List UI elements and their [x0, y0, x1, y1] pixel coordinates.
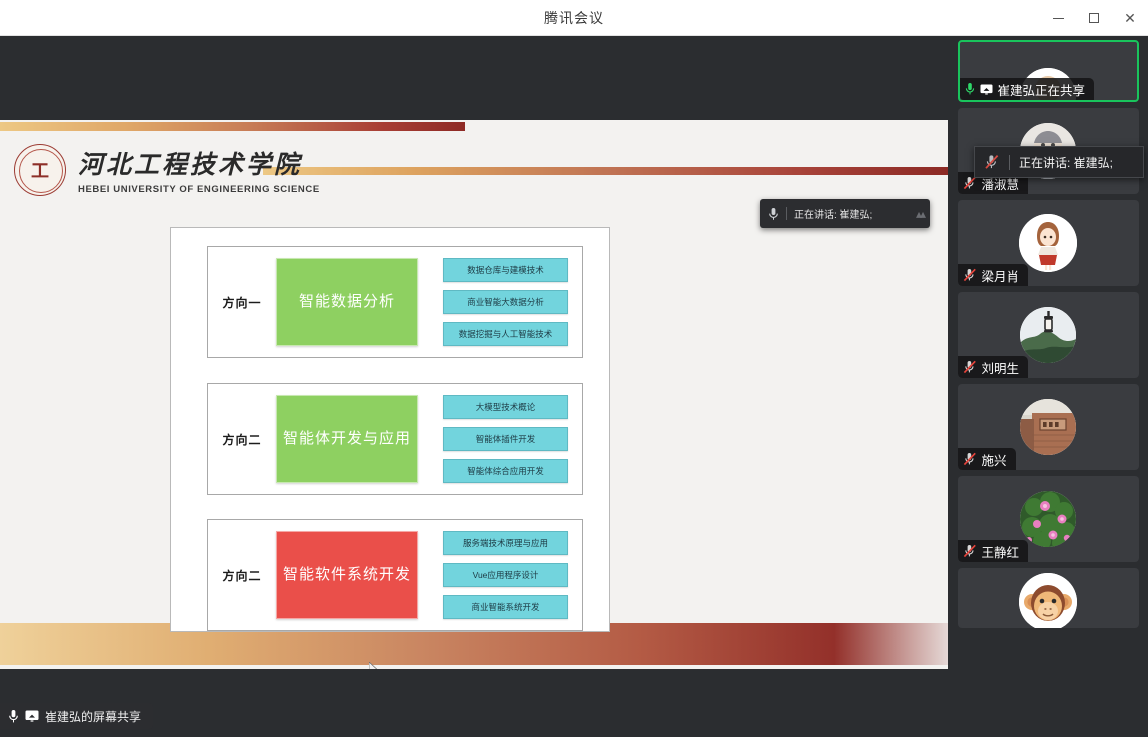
- direction-sub-item: Vue应用程序设计: [443, 563, 568, 587]
- direction-sub-item: 商业智能系统开发: [443, 595, 568, 619]
- speaking-toast-text: 正在讲话: 崔建弘;: [794, 210, 873, 221]
- participant-rail[interactable]: 崔建弘正在共享 潘淑慧: [948, 36, 1148, 737]
- participant-tile[interactable]: 王静红: [957, 476, 1139, 562]
- participant-name-badge: 梁月肖: [957, 264, 1029, 286]
- direction-sub-item: 大模型技术概论: [443, 395, 568, 419]
- window-title-bar: 腾讯会议 ✕: [0, 0, 1148, 36]
- microphone-icon: [965, 82, 975, 96]
- direction-label: 方向二: [222, 568, 262, 583]
- close-button[interactable]: ✕: [1112, 0, 1148, 36]
- school-name-en: HEBEI UNIVERSITY OF ENGINEERING SCIENCE: [78, 184, 320, 195]
- direction-row: 方向二 智能软件系统开发 服务端技术原理与应用 Vue应用程序设计 商业智能系统…: [207, 519, 583, 631]
- direction-sub-list: 大模型技术概论 智能体插件开发 智能体综合应用开发: [443, 395, 568, 483]
- microphone-icon: [8, 709, 19, 724]
- slide-top-gradient-bar: [0, 122, 465, 131]
- participant-name: 梁月肖: [981, 269, 1020, 284]
- microphone-icon: [768, 207, 779, 221]
- participant-tile[interactable]: 刘明生: [957, 292, 1139, 378]
- microphone-muted-icon: [963, 452, 977, 466]
- participant-name: 王静红: [981, 545, 1020, 560]
- microphone-muted-icon: [963, 268, 977, 282]
- direction-sub-item: 服务端技术原理与应用: [443, 531, 568, 555]
- direction-sub-item: 数据挖掘与人工智能技术: [443, 322, 568, 346]
- screen-share-label-text: 崔建弘的屏幕共享: [45, 709, 142, 724]
- speaking-tooltip-text: 正在讲话: 崔建弘;: [1019, 155, 1114, 170]
- direction-sub-item: 商业智能大数据分析: [443, 290, 568, 314]
- participant-name: 施兴: [981, 453, 1007, 468]
- screen-share-label: 崔建弘的屏幕共享: [0, 703, 154, 729]
- participant-name-badge: 施兴: [957, 448, 1016, 470]
- speaking-tooltip: 正在讲话: 崔建弘;: [974, 146, 1144, 178]
- monkey-face-avatar: [1019, 573, 1077, 628]
- direction-label: 方向二: [222, 432, 262, 447]
- landscape-lantern-avatar: [1020, 307, 1076, 363]
- direction-main-box: 智能数据分析: [276, 258, 418, 346]
- maximize-button[interactable]: [1076, 0, 1112, 36]
- window-controls: ✕: [1040, 0, 1148, 36]
- participant-tile-sharing[interactable]: 崔建弘正在共享: [957, 40, 1139, 102]
- school-header: 工 河北工程技术学院 HEBEI UNIVERSITY OF ENGINEERI…: [14, 144, 320, 196]
- pink-flowers-avatar: [1020, 491, 1076, 547]
- direction-row: 方向二 智能体开发与应用 大模型技术概论 智能体插件开发 智能体综合应用开发: [207, 383, 583, 495]
- microphone-muted-icon: [963, 176, 977, 190]
- school-name-cn: 河北工程技术学院: [78, 152, 303, 179]
- school-logo-mark: 工: [31, 161, 49, 181]
- minimize-button[interactable]: [1040, 0, 1076, 36]
- tooltip-divider: [1009, 154, 1010, 170]
- participant-name-badge: 崔建弘正在共享: [959, 78, 1095, 100]
- microphone-muted-icon: [963, 360, 977, 374]
- direction-label: 方向一: [222, 295, 262, 310]
- direction-sub-list: 服务端技术原理与应用 Vue应用程序设计 商业智能系统开发: [443, 531, 568, 619]
- school-name-block: 河北工程技术学院 HEBEI UNIVERSITY OF ENGINEERING…: [78, 145, 320, 195]
- window-title: 腾讯会议: [544, 9, 604, 26]
- participant-name: 刘明生: [981, 361, 1020, 376]
- direction-sub-item: 智能体综合应用开发: [443, 459, 568, 483]
- speaking-toast[interactable]: 正在讲话: 崔建弘; ▴▴: [760, 199, 930, 228]
- participant-tile[interactable]: 施兴: [957, 384, 1139, 470]
- minimize-icon: [1052, 17, 1064, 19]
- direction-sub-item: 智能体插件开发: [443, 427, 568, 451]
- participant-tile[interactable]: 梁月肖: [957, 200, 1139, 286]
- maximize-icon: [1089, 13, 1099, 23]
- participant-name-badge: 王静红: [957, 540, 1029, 562]
- shared-screen-stage[interactable]: 工 河北工程技术学院 HEBEI UNIVERSITY OF ENGINEERI…: [0, 36, 948, 737]
- direction-main-box: 智能体开发与应用: [276, 395, 418, 483]
- participant-name: 潘淑慧: [981, 177, 1020, 192]
- screen-share-icon: [980, 84, 993, 95]
- microphone-muted-icon: [984, 154, 1000, 170]
- direction-main-box: 智能软件系统开发: [276, 531, 418, 619]
- direction-sub-list: 数据仓库与建模技术 商业智能大数据分析 数据挖掘与人工智能技术: [443, 258, 568, 346]
- toast-divider: [786, 207, 787, 220]
- screen-share-icon: [25, 710, 39, 722]
- participant-name-badge: 刘明生: [957, 356, 1029, 378]
- direction-sub-item: 数据仓库与建模技术: [443, 258, 568, 282]
- microphone-muted-icon: [963, 544, 977, 558]
- participant-tile[interactable]: [957, 568, 1139, 628]
- direction-row: 方向一 智能数据分析 数据仓库与建模技术 商业智能大数据分析 数据挖掘与人工智能…: [207, 246, 583, 358]
- slide-content-frame: 方向一 智能数据分析 数据仓库与建模技术 商业智能大数据分析 数据挖掘与人工智能…: [170, 227, 610, 632]
- close-icon: ✕: [1124, 10, 1136, 26]
- brick-building-avatar: [1020, 399, 1076, 455]
- audio-wave-icon: ▴▴: [915, 207, 926, 221]
- cartoon-girl-avatar: [1019, 214, 1077, 272]
- school-logo-icon: 工: [14, 144, 66, 196]
- slide-mid-gradient-bar: [263, 167, 948, 175]
- participant-name: 崔建弘正在共享: [997, 83, 1086, 98]
